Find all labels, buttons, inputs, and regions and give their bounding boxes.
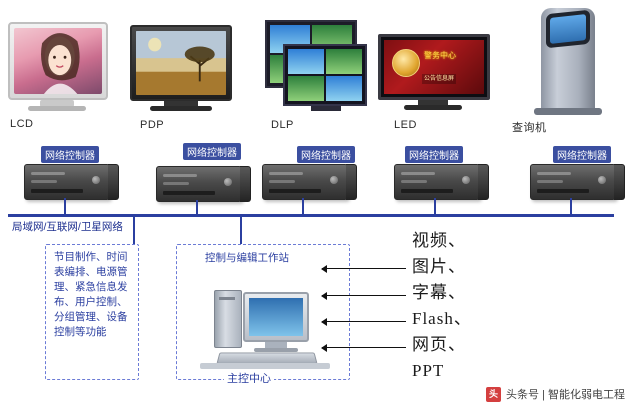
network-controller-2-side: [240, 166, 251, 202]
network-controller-1-side: [108, 164, 119, 200]
dlp-front-grid: [288, 49, 362, 101]
kiosk-base: [534, 108, 602, 115]
drive-slot: [537, 189, 589, 193]
controller-label-1: 网络控制器: [41, 146, 99, 163]
lcd-stand: [40, 100, 74, 107]
led-stand: [418, 100, 448, 106]
arrow-video: [321, 265, 406, 273]
display-label-dlp: DLP: [271, 119, 294, 131]
content-type-list: 视频、 图片、 字幕、 Flash、 网页、 PPT: [412, 228, 572, 384]
link-bus-left-box: [133, 217, 135, 245]
led-screen: 警务中心 公告信息屏: [384, 40, 484, 94]
network-controller-5-side: [614, 164, 625, 200]
power-knob-icon: [330, 176, 338, 184]
pdp-stand: [164, 101, 198, 107]
dlp-stand: [311, 106, 341, 111]
link-controller-2-bus: [196, 200, 198, 215]
arrow-flash: [321, 344, 406, 352]
power-knob-icon: [224, 178, 232, 186]
dlp-display: [259, 20, 369, 112]
watermark: 头 头条号 | 智能化弱电工程: [486, 386, 625, 402]
power-knob-icon: [598, 176, 606, 184]
content-type-item: 字幕、: [412, 283, 466, 302]
dlp-cell: [288, 49, 324, 74]
watermark-text: 头条号 | 智能化弱电工程: [506, 389, 625, 401]
drive-slot: [163, 191, 215, 195]
led-display: 警务中心 公告信息屏: [378, 34, 490, 100]
dlp-cell: [288, 76, 324, 101]
display-label-led: LED: [394, 119, 417, 131]
content-type-item: 图片、: [412, 257, 466, 276]
network-controller-3: [262, 164, 348, 200]
network-bus-line: [8, 214, 614, 217]
workstation-title: 控制与编辑工作站: [205, 252, 289, 264]
led-emblem-icon: [392, 49, 420, 77]
lcd-display: [8, 22, 108, 100]
link-bus-workstation: [240, 217, 242, 244]
lcd-foot: [28, 106, 86, 111]
lcd-screen-image: [40, 33, 80, 94]
dlp-cell: [326, 49, 362, 74]
controller-label-3: 网络控制器: [297, 146, 355, 163]
network-controller-4-side: [478, 164, 489, 200]
drive-slot: [401, 189, 453, 193]
arrow-image: [321, 292, 406, 300]
lcd-screen: [14, 28, 102, 94]
display-label-kiosk: 查询机: [512, 122, 547, 134]
content-type-item: PPT: [412, 361, 445, 380]
link-controller-4-bus: [434, 198, 436, 215]
display-label-pdp: PDP: [140, 119, 165, 131]
pdp-screen: [136, 31, 226, 95]
network-controller-5: [530, 164, 616, 200]
pdp-foot: [150, 106, 212, 111]
power-knob-icon: [462, 176, 470, 184]
workstation-monitor-stand: [265, 342, 287, 348]
network-bus-label: 局域网/互联网/卫星网络: [10, 219, 125, 234]
network-controller-4: [394, 164, 480, 200]
controller-label-2: 网络控制器: [183, 143, 241, 160]
controller-label-4: 网络控制器: [405, 146, 463, 163]
led-title: 警务中心: [424, 51, 456, 60]
features-box: [45, 244, 139, 380]
workstation-desk: [200, 363, 330, 369]
power-knob-icon: [92, 176, 100, 184]
control-center-label: 主控中心: [224, 370, 274, 386]
content-type-item: Flash、: [412, 309, 472, 328]
controller-label-5: 网络控制器: [553, 146, 611, 163]
dlp-cell: [326, 76, 362, 101]
link-controller-1-bus: [64, 198, 66, 215]
workstation-monitor: [243, 292, 309, 342]
content-type-item: 网页、: [412, 335, 466, 354]
network-controller-1: [24, 164, 110, 200]
arrow-subtitle: [321, 318, 406, 326]
pdp-display: [130, 25, 232, 101]
footer-bar: 头 头条号 | 智能化弱电工程: [0, 383, 633, 405]
led-subtitle: 公告信息屏: [422, 74, 457, 84]
network-controller-3-side: [346, 164, 357, 200]
toutiao-badge-icon: 头: [486, 386, 502, 402]
pdp-screen-image: [136, 31, 226, 95]
kiosk-screen: [550, 14, 586, 44]
display-label-lcd: LCD: [10, 118, 34, 130]
link-controller-5-bus: [570, 198, 572, 215]
dlp-front-panel: [283, 44, 367, 106]
content-type-item: 视频、: [412, 231, 466, 250]
features-text: 节目制作、时间表编排、电源管理、紧急信息发布、用户控制、分组管理、设备控制等功能: [54, 251, 128, 338]
link-controller-3-bus: [302, 198, 304, 215]
workstation-monitor-screen: [249, 298, 303, 336]
workstation-monitor-foot: [254, 348, 298, 352]
network-controller-2: [156, 166, 242, 202]
drive-slot: [31, 189, 83, 193]
led-foot: [404, 105, 462, 110]
drive-slot: [269, 189, 321, 193]
workstation-tower: [214, 290, 242, 348]
